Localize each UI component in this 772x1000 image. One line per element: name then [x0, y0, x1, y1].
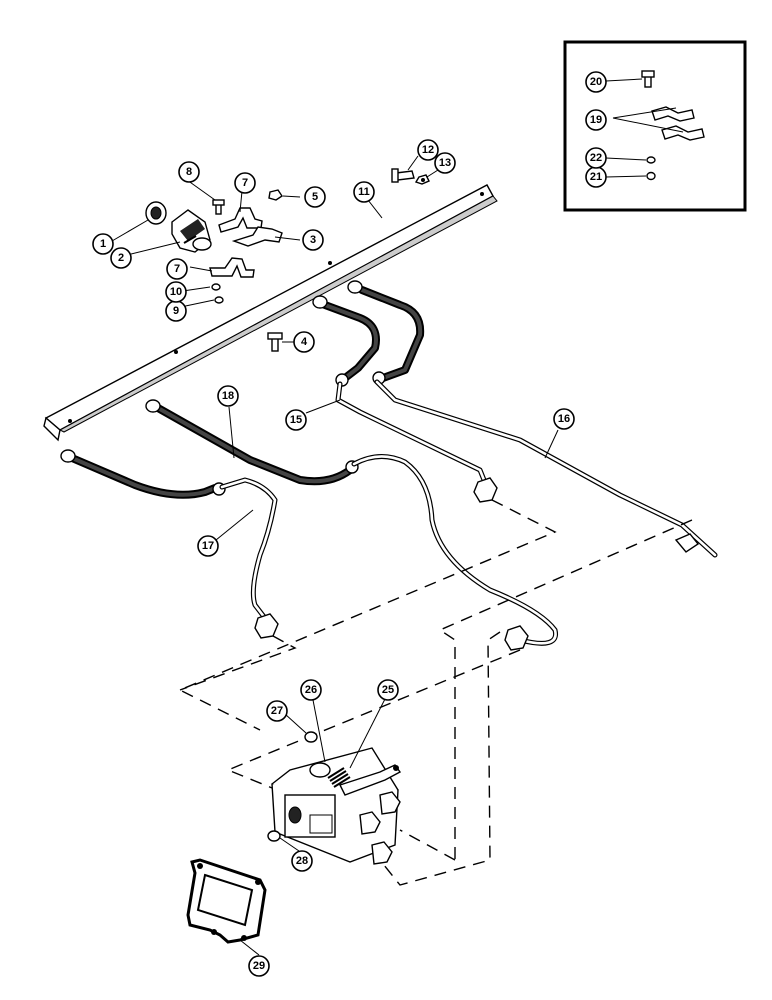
callout-label: 16 [558, 413, 570, 425]
callout-20: 20 [585, 71, 607, 93]
callout-label: 1 [100, 238, 106, 250]
callout-label: 27 [271, 705, 283, 717]
callout-label: 18 [222, 390, 234, 402]
callout-22: 22 [585, 147, 607, 169]
callout-label: 10 [170, 286, 182, 298]
callout-label: 28 [296, 855, 308, 867]
bolt-nut-bracket [391, 168, 430, 185]
callout-9: 9 [165, 300, 187, 322]
callout-27: 27 [266, 700, 288, 722]
ring [304, 731, 318, 743]
callout-3: 3 [302, 229, 324, 251]
callout-label: 11 [358, 186, 370, 198]
callout-label: 2 [118, 252, 124, 264]
clip-lower [209, 257, 255, 278]
callout-4: 4 [293, 331, 315, 353]
callout-label: 15 [290, 414, 302, 426]
callout-label: 4 [301, 336, 308, 348]
callout-label: 13 [439, 157, 451, 169]
callout-7-lower: 7 [166, 258, 188, 280]
plate [231, 226, 283, 247]
callout-label: 17 [202, 540, 214, 552]
small-bolt [212, 199, 225, 215]
mounting-bracket [43, 184, 498, 442]
plug-and-fitting [145, 201, 212, 253]
callout-label: 26 [305, 684, 317, 696]
callout-18: 18 [217, 385, 239, 407]
callout-label: 21 [590, 171, 602, 183]
callout-7-upper: 7 [234, 172, 256, 194]
tube-nuts [254, 477, 700, 651]
callout-28: 28 [291, 850, 313, 872]
callout-10: 10 [165, 281, 187, 303]
callout-16: 16 [553, 408, 575, 430]
inset-nut-upper [646, 156, 656, 164]
callout-label: 22 [590, 152, 602, 164]
callout-13: 13 [434, 152, 456, 174]
callout-2: 2 [110, 247, 132, 269]
callout-26: 26 [300, 679, 322, 701]
callout-19: 19 [585, 109, 607, 131]
clip-upper [218, 207, 263, 233]
fuel-pump [271, 747, 402, 865]
callout-29: 29 [248, 955, 270, 977]
bolt-lower [267, 332, 283, 352]
hoses [68, 286, 425, 499]
callout-12: 12 [417, 139, 439, 161]
callout-label: 12 [422, 144, 434, 156]
callout-label: 8 [186, 166, 192, 178]
callout-label: 7 [174, 263, 180, 275]
callout-label: 3 [310, 234, 316, 246]
pump-washer [267, 830, 281, 842]
callout-label: 25 [382, 684, 394, 696]
rigid-lines [219, 379, 718, 646]
callout-17: 17 [197, 535, 219, 557]
inset-nut-lower [646, 171, 656, 181]
callout-label: 5 [312, 191, 318, 203]
callout-label: 9 [173, 305, 179, 317]
callout-11: 11 [353, 181, 375, 203]
callout-15: 15 [285, 409, 307, 431]
nut-lower [214, 296, 224, 304]
spring [327, 767, 351, 788]
callout-21: 21 [585, 166, 607, 188]
inset-bolt [641, 70, 655, 88]
callout-25: 25 [377, 679, 399, 701]
dashed-routes [178, 499, 693, 886]
callout-label: 7 [242, 177, 248, 189]
callout-label: 20 [590, 76, 602, 88]
callout-label: 19 [590, 114, 602, 126]
gasket [186, 858, 267, 944]
callout-8: 8 [178, 161, 200, 183]
callout-1: 1 [92, 233, 114, 255]
washer [211, 283, 221, 291]
callout-5: 5 [304, 186, 326, 208]
callout-label: 29 [253, 960, 265, 972]
nut-upper [268, 189, 283, 201]
